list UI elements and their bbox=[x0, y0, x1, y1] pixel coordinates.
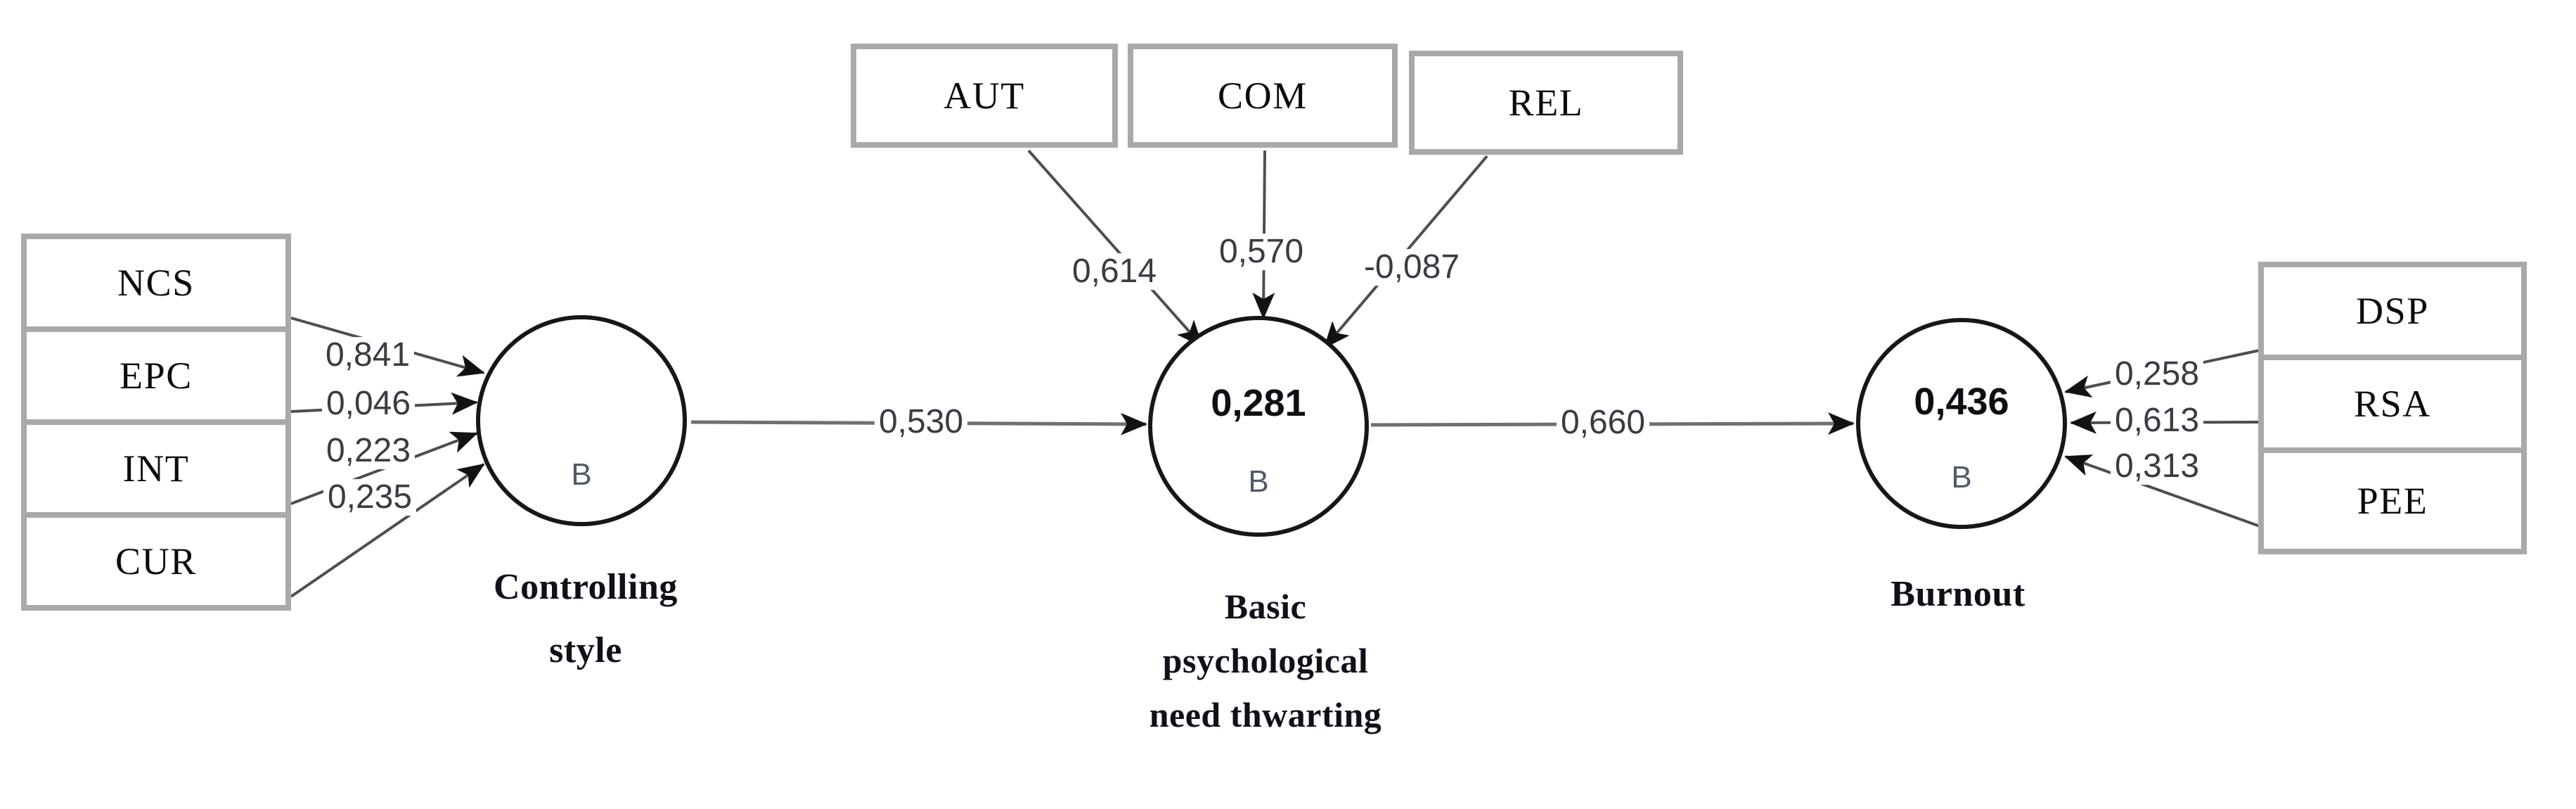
indicator-label: REL bbox=[1508, 82, 1584, 124]
indicator-label: NCS bbox=[117, 262, 195, 304]
latent-name-line: style bbox=[549, 630, 622, 670]
indicator-box-epc: EPC bbox=[21, 326, 291, 425]
loading-value-ncs: 0,841 bbox=[321, 337, 415, 374]
loading-value-rel: -0,087 bbox=[1359, 249, 1464, 286]
indicator-label: AUT bbox=[944, 75, 1025, 117]
latent-circle-need-thwarting: 0,281 B bbox=[1148, 316, 1369, 537]
indicator-box-aut: AUT bbox=[851, 44, 1118, 148]
path-coefficient-1: 0,530 bbox=[874, 404, 968, 440]
edge-cur bbox=[290, 463, 485, 598]
indicator-box-cur: CUR bbox=[21, 512, 291, 611]
loading-value-rsa: 0,613 bbox=[2110, 402, 2204, 439]
indicator-box-com: COM bbox=[1128, 44, 1398, 148]
indicator-label: EPC bbox=[120, 355, 193, 397]
indicator-box-ncs: NCS bbox=[21, 234, 291, 332]
edge-aut bbox=[1027, 149, 1204, 348]
indicator-label: CUR bbox=[115, 540, 197, 582]
loading-value-aut: 0,614 bbox=[1067, 253, 1161, 290]
indicator-label: INT bbox=[122, 447, 190, 490]
latent-circle-controlling-style: B bbox=[476, 315, 687, 526]
latent-name-line: psychological bbox=[1162, 641, 1369, 680]
latent-b-label: B bbox=[1951, 459, 1972, 495]
loading-value-int: 0,223 bbox=[321, 433, 416, 469]
indicator-box-dsp: DSP bbox=[2258, 262, 2527, 360]
latent-name-line: Burnout bbox=[1891, 574, 2026, 614]
loading-value-com: 0,570 bbox=[1214, 234, 1308, 270]
r-squared-value: 0,281 bbox=[1211, 381, 1306, 424]
indicator-box-rel: REL bbox=[1409, 51, 1683, 155]
indicator-box-int: INT bbox=[21, 419, 291, 518]
indicator-label: DSP bbox=[2356, 290, 2429, 332]
latent-name-controlling-style: Controlling style bbox=[410, 556, 761, 682]
latent-b-label: B bbox=[571, 457, 592, 492]
latent-circle-burnout: 0,436 B bbox=[1856, 318, 2067, 529]
latent-name-burnout: Burnout bbox=[1782, 563, 2134, 626]
latent-name-line: need thwarting bbox=[1149, 695, 1382, 734]
path-coefficient-2: 0,660 bbox=[1556, 404, 1650, 441]
indicator-label: PEE bbox=[2357, 480, 2428, 522]
indicator-label: COM bbox=[1218, 75, 1308, 117]
latent-name-line: Controlling bbox=[494, 567, 678, 607]
indicator-label: RSA bbox=[2354, 383, 2431, 425]
r-squared-value: 0,436 bbox=[1914, 381, 2009, 423]
loading-value-pee: 0,313 bbox=[2110, 448, 2204, 485]
indicator-box-rsa: RSA bbox=[2258, 355, 2527, 453]
edge-pee bbox=[2064, 454, 2260, 528]
latent-b-label: B bbox=[1248, 464, 1269, 499]
loading-value-dsp: 0,258 bbox=[2110, 356, 2204, 393]
latent-name-line: Basic bbox=[1224, 587, 1307, 626]
indicator-box-pee: PEE bbox=[2258, 447, 2527, 554]
loading-value-cur: 0,235 bbox=[323, 479, 417, 516]
latent-name-need-thwarting: Basic psychological need thwarting bbox=[1055, 580, 1476, 742]
loading-value-epc: 0,046 bbox=[321, 386, 416, 422]
